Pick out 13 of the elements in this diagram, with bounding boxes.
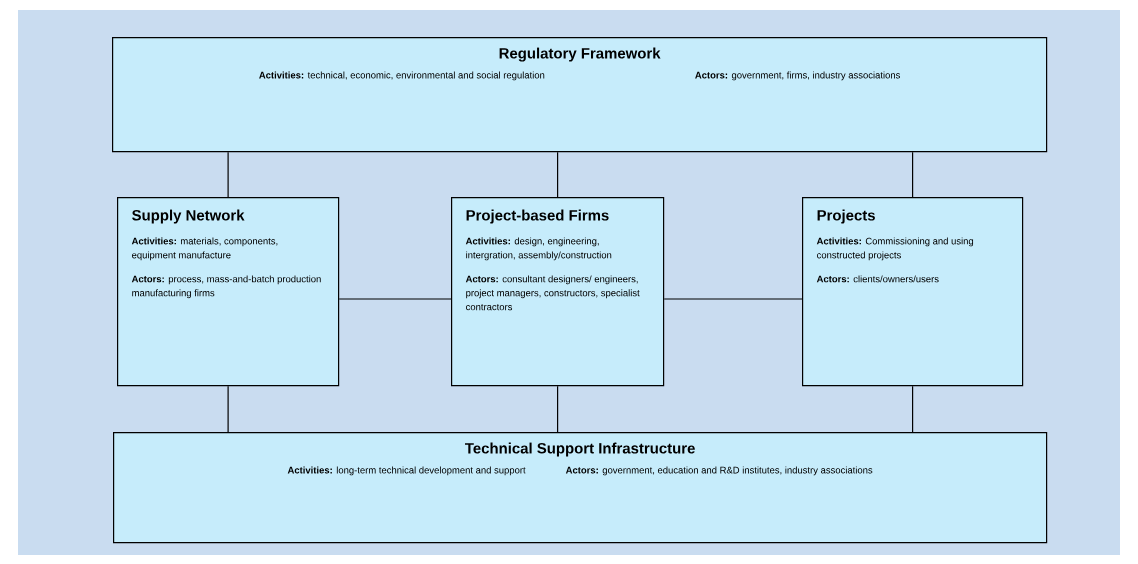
connector-line: [663, 298, 803, 300]
connector-line: [227, 151, 229, 198]
connector-line: [912, 151, 914, 198]
connector-line: [338, 298, 452, 300]
text-box: Supply Network Activities: materials, components, equipment manufacture Actors: process, mass-and-batch production manufacturing firms: [117, 197, 340, 387]
connector-line: [557, 385, 559, 433]
text-box: Regulatory Framework Activities: technical, economic, environmental and social regulation Actors: government, firms, industry associations: [112, 37, 1048, 153]
connector-line: [557, 151, 559, 198]
connector-line: [227, 385, 229, 433]
connector-line: [912, 385, 914, 433]
text-box: Technical Support Infrastructure Activities: long-term technical development and support Actors: government, education and R&D institutes, industry associations: [113, 432, 1048, 544]
text-box: Projects Activities: Commissioning and using constructed projects Actors: clients/owners/users: [802, 197, 1024, 387]
text-box: Project-based Firms Activities: design, engineering, intergration, assembly/construction Actors: consultant designers/ engineers, project managers, constructors, specialist contractors: [451, 197, 665, 387]
